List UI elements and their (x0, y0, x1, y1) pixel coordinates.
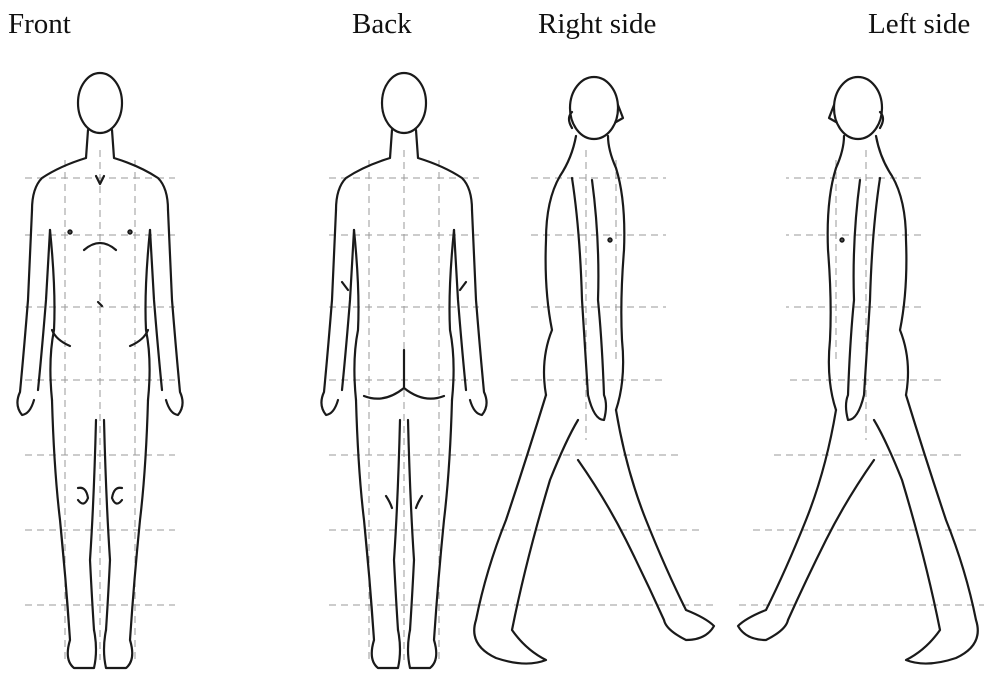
human-body-right-side-icon (466, 77, 716, 664)
human-body-front-icon (17, 73, 182, 668)
human-body-left-side-icon (736, 77, 984, 664)
human-body-back-icon (321, 73, 486, 668)
